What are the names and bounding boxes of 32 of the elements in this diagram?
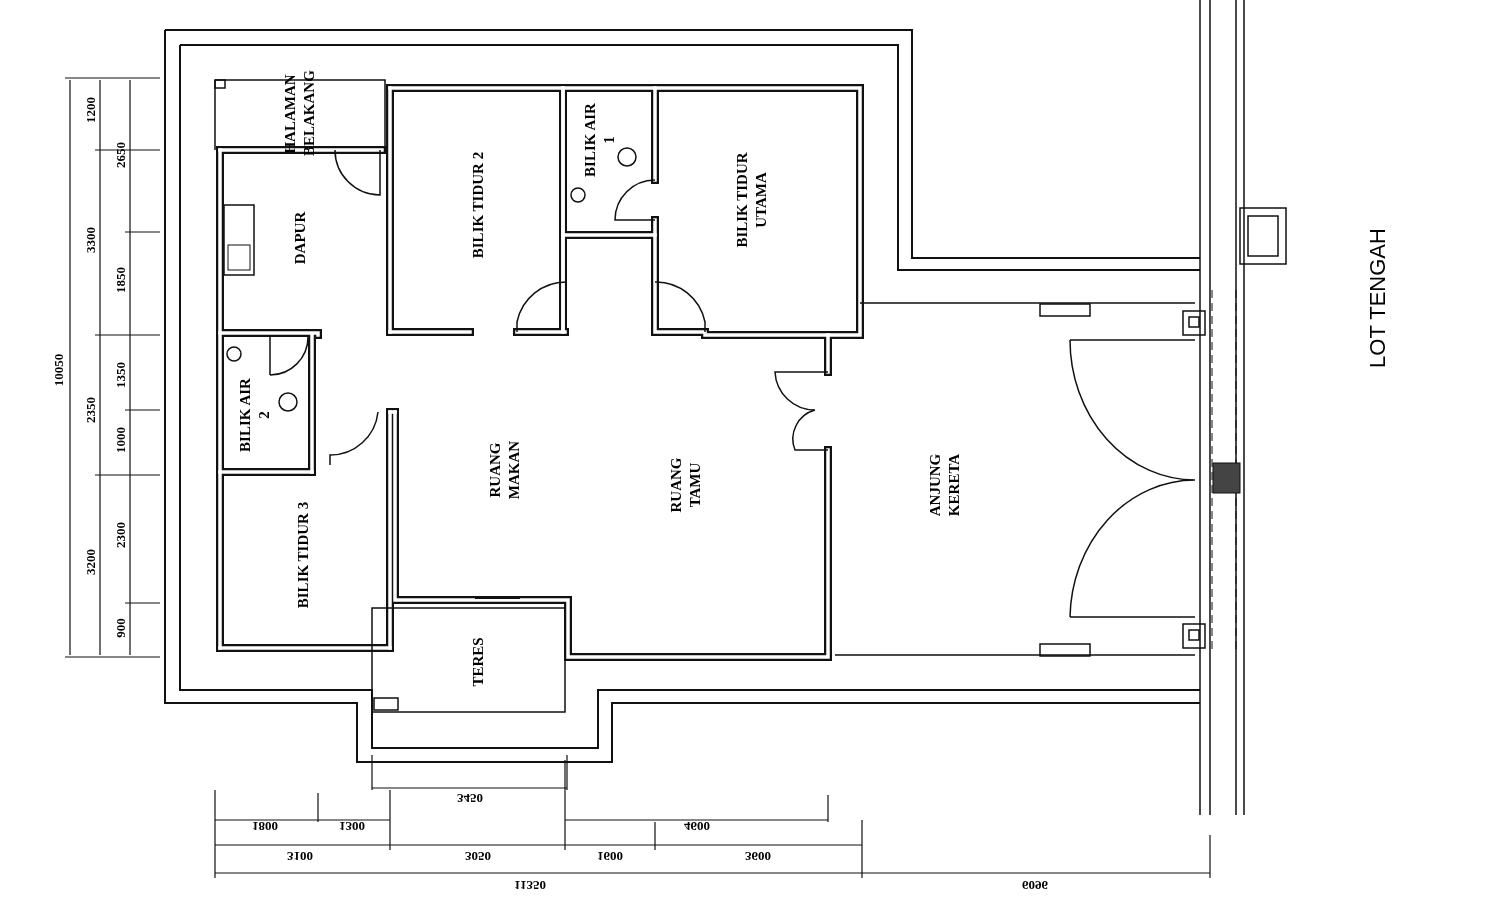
dimension-label: 3100 [287, 849, 313, 863]
dimension-label: 4600 [684, 819, 710, 833]
dimension-label: 6096 [1022, 878, 1048, 892]
dimension-label: 1200 [83, 97, 97, 123]
dimension-label: 1800 [252, 819, 278, 833]
dimension-label: 1350 [113, 362, 127, 388]
dimension-label: 2650 [113, 142, 127, 168]
room-label: RUANG MAKAN [486, 439, 523, 502]
room-label: BILIK TIDUR UTAMA [733, 151, 770, 250]
dimension-label: 1000 [113, 427, 127, 453]
room-label: BILIK TIDUR 2 [468, 150, 487, 260]
dimension-label: 2300 [113, 522, 127, 548]
dimension-label: 1600 [597, 849, 623, 863]
dimension-label: 3050 [465, 849, 491, 863]
room-label: BILIK AIR 2 [236, 377, 273, 454]
dimension-label: 10050 [51, 353, 65, 387]
room-label: RUANG TAMU [667, 456, 704, 515]
room-label: DAPUR [290, 210, 309, 267]
room-label: ANJUNG KERETA [926, 452, 963, 519]
room-label: TERES [468, 636, 487, 689]
site-label: LOT TENGAH [1367, 228, 1389, 368]
dimension-label: 1850 [113, 267, 127, 293]
dimension-label: 3600 [745, 849, 771, 863]
dimension-label: 3200 [83, 549, 97, 575]
dimension-label: 3450 [457, 791, 483, 805]
dimension-label: 1300 [339, 819, 365, 833]
dimension-label: 900 [113, 618, 127, 638]
dimension-label: 2350 [83, 397, 97, 423]
room-label: BILIK TIDUR 3 [293, 500, 312, 610]
room-label: BILIK AIR 1 [581, 102, 618, 179]
dimension-label: 3300 [83, 227, 97, 253]
dimension-label: 11350 [514, 878, 546, 892]
